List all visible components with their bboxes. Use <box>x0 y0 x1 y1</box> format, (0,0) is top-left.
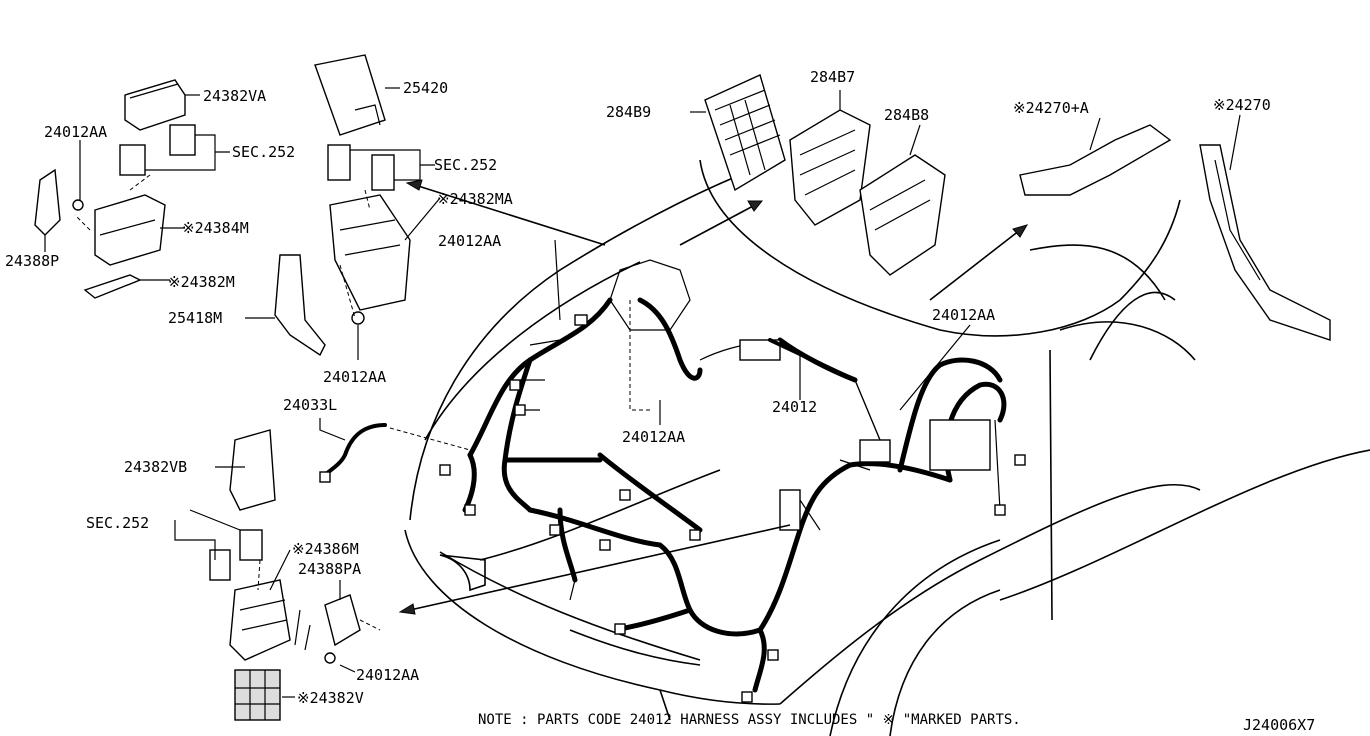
label-sec252-a: SEC.252 <box>232 143 295 161</box>
label-sec252-c: SEC.252 <box>86 514 149 532</box>
main-harness-24012 <box>439 259 1026 703</box>
part-labels: 24382VA 25420 284B7 284B9 284B8 ※24270+A… <box>5 68 1315 734</box>
label-24384M: ※24384M <box>182 219 249 237</box>
harness-protector <box>768 338 881 441</box>
part-25418M-bracket <box>274 254 365 357</box>
label-284B7: 284B7 <box>810 68 855 86</box>
part-24386M-fuse-block <box>229 579 291 661</box>
label-24033L: 24033L <box>283 396 337 414</box>
label-24386M: ※24386M <box>292 540 359 558</box>
direction-arrows <box>398 179 1029 615</box>
part-24382MA-box <box>329 194 411 311</box>
label-25418M: 25418M <box>168 309 222 327</box>
part-24382M-strip <box>83 274 142 299</box>
part-24270-protector <box>1199 144 1331 341</box>
part-284B7-module <box>789 109 871 226</box>
label-24012: 24012 <box>772 398 817 416</box>
label-24388PA: 24388PA <box>298 560 361 578</box>
label-24012AA-top-left: 24012AA <box>44 123 107 141</box>
label-25420: 25420 <box>403 79 448 97</box>
label-24382V: ※24382V <box>297 689 364 707</box>
leader-lines <box>44 87 1241 698</box>
label-24012AA-right: 24012AA <box>932 306 995 324</box>
label-24382VA: 24382VA <box>203 87 266 105</box>
part-284B8-module <box>859 154 946 276</box>
part-24388P-bracket <box>34 168 84 236</box>
label-24012AA-center: 24012AA <box>438 232 501 250</box>
part-284B9-module <box>704 74 786 192</box>
label-24270A: ※24270+A <box>1013 99 1089 117</box>
note-text: NOTE : PARTS CODE 24012 HARNESS ASSY INC… <box>478 712 1021 728</box>
part-25420-cover <box>314 54 386 136</box>
part-24382VA-fuse-cover <box>124 79 186 131</box>
label-24012AA-bottom: 24012AA <box>356 666 419 684</box>
label-24382MA: ※24382MA <box>437 190 513 208</box>
label-24012AA-mid: 24012AA <box>323 368 386 386</box>
label-284B8: 284B8 <box>884 106 929 124</box>
diagram-code: J24006X7 <box>1243 716 1315 734</box>
label-sec252-b: SEC.252 <box>434 156 497 174</box>
label-24388P: 24388P <box>5 252 59 270</box>
part-relays-a <box>119 124 196 176</box>
part-24384M-fuse-block <box>94 194 166 266</box>
label-24012AA-center-2: 24012AA <box>622 428 685 446</box>
part-24388PA-bracket <box>294 594 361 664</box>
part-24382V-fuse-set <box>234 669 281 721</box>
part-24033L-cable <box>319 423 387 483</box>
part-24270A-protector <box>1019 124 1172 196</box>
part-relays-c <box>209 529 263 581</box>
part-relays-b <box>327 144 395 191</box>
label-24382M: ※24382M <box>168 273 235 291</box>
label-284B9: 284B9 <box>606 103 651 121</box>
label-24270: ※24270 <box>1213 96 1271 114</box>
part-24382VB-cover <box>229 429 276 511</box>
label-24382VB: 24382VB <box>124 458 187 476</box>
vehicle-body-outline <box>404 159 1370 736</box>
